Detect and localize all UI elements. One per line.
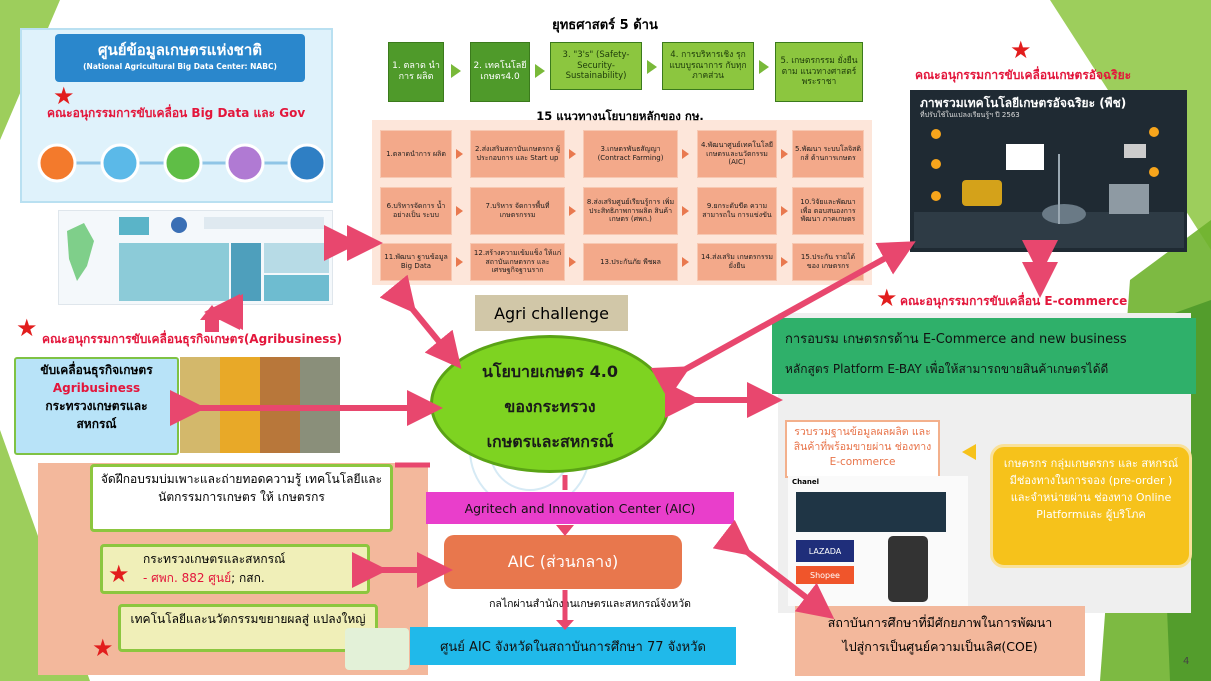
policy-box-7: 7.บริหาร จัดการพื้นที่ เกษตรกรรม <box>470 187 565 235</box>
strategy-title: ยุทธศาสตร์ 5 ด้าน <box>552 18 658 33</box>
ministry-box: กระทรวงเกษตรและสหกรณ์ - ศพก. 882 ศูนย์; … <box>100 544 370 594</box>
policy-box-6: 6.บริหารจัดการ น้ำอย่างเป็น ระบบ <box>380 187 452 235</box>
ministry-rest-text: ; กสก. <box>231 570 265 585</box>
coe-line1: สถาบันการศึกษาที่มีศักยภาพในการพัฒนา <box>827 615 1053 630</box>
arrow-right-icon <box>759 60 769 74</box>
policy-box-14: 14.ส่งเสริม เกษตรกรรม ยั่งยืน <box>697 243 777 281</box>
shopee-logo: Shopee <box>796 566 854 584</box>
shop-image <box>796 492 946 532</box>
arrow-right-icon <box>781 149 788 159</box>
policy-box-13: 13.ประกันภัย พืชผล <box>583 243 678 281</box>
agri-challenge-label: Agri challenge <box>475 295 628 331</box>
coe-box: สถาบันการศึกษาที่มีศักยภาพในการพัฒนา ไปส… <box>795 606 1085 676</box>
arrow-right-icon <box>535 64 545 78</box>
policy-box-9: 9.ยกระดับขีด ความสามารถใน การแข่งขัน <box>697 187 777 235</box>
strategy-box-2: 2. เทคโนโลยี เกษตร4.0 <box>470 42 530 102</box>
ecommerce-banner-line1: การอบรม เกษตรกรด้าน E-Commerce and new b… <box>785 332 1127 347</box>
star-icon: ★ <box>108 560 130 588</box>
arrow-right-icon <box>456 149 463 159</box>
page-number: 4 <box>1183 656 1190 667</box>
star-icon: ★ <box>16 314 38 342</box>
provincial-illustration <box>345 628 409 670</box>
strategy-box-4: 4. การบริหารเชิง รุกแบบบูรณาการ กับทุกภา… <box>662 42 754 90</box>
shop-label-chanel: Chanel <box>792 478 819 486</box>
training-box: จัดฝึกอบรมบ่มเพาะและถ่ายทอดความรู้ เทคโน… <box>90 464 393 532</box>
ecommerce-farmer-box: เกษตรกร กลุ่มเกษตรกร และ สหกรณ์มีช่องทาง… <box>990 444 1192 568</box>
arrow-right-icon <box>456 206 463 216</box>
smart-farming-illustration <box>914 127 1184 248</box>
agribusiness-box: ขับเคลื่อนธุรกิจเกษตร Agribusiness กระทร… <box>14 357 179 455</box>
star-icon: ★ <box>53 82 75 110</box>
policy-box-4: 4.พัฒนาศูนย์เทคโนโลยี เกษตรและนวัตกรรม (… <box>697 130 777 178</box>
aic-mechanism-text: กลไกผ่านสำนักงานเกษตรและสหกรณ์จังหวัด <box>489 598 691 610</box>
policy-box-2: 2.ส่งเสริมสถาบันเกษตรกร ผู้ประกอบการ และ… <box>470 130 565 178</box>
arrow-right-icon <box>781 206 788 216</box>
agriculture-photos <box>180 357 340 453</box>
arrow-right-icon <box>682 149 689 159</box>
policy-box-8: 8.ส่งเสริมศูนย์เรียนรู้การ เพิ่มประสิทธิ… <box>583 187 678 235</box>
shop-label-lazada: LAZADA <box>808 546 842 556</box>
lazada-logo: LAZADA <box>796 540 854 562</box>
star-icon: ★ <box>876 284 898 312</box>
yellow-arrow-icon <box>962 444 976 460</box>
ministry-line1: กระทรวงเกษตรและสหกรณ์ <box>143 552 286 566</box>
phone-image <box>888 536 928 602</box>
strategy-box-1: 1. ตลาด นำการ ผลิต <box>388 42 444 102</box>
agribusiness-committee-title: คณะอนุกรรมการขับเคลื่อนธุรกิจเกษตร(Agrib… <box>42 332 343 346</box>
aic-central-box: AIC (ส่วนกลาง) <box>444 535 682 589</box>
arrow-right-icon <box>569 257 576 267</box>
bigdata-committee-title: คณะอนุกรรมการขับเคลื่อน Big Data และ Gov <box>47 106 306 120</box>
bigdata-icons <box>37 143 325 183</box>
ecommerce-collect-box: รวบรวมฐานข้อมูลผลผลิต และสินค้าที่พร้อมข… <box>785 420 940 478</box>
ministry-red-text: - ศพก. 882 ศูนย์ <box>143 570 232 585</box>
agribusiness-line2: Agribusiness <box>52 381 141 395</box>
arrow-right-icon <box>456 257 463 267</box>
agribusiness-line1: ขับเคลื่อนธุรกิจเกษตร <box>40 363 153 377</box>
agribusiness-line4: สหกรณ์ <box>76 417 117 431</box>
arrow-right-icon <box>569 149 576 159</box>
tech-box: เทคโนโลยีและนวัตกรรมขยายผลสู่ แปลงใหญ่ <box>118 604 378 652</box>
policy-box-5: 5.พัฒนา ระบบโลจิสติกส์ ด้านการเกษตร <box>792 130 864 178</box>
star-icon: ★ <box>92 634 114 662</box>
policy-box-12: 12.สร้างความเข้มแข็ง ให้แก่สถาบันเกษตรกร… <box>470 243 565 281</box>
smart-panel-title: ภาพรวมเทคโนโลยีเกษตรอัจฉริยะ (พืช) <box>920 96 1127 110</box>
center-policy-line3: เกษตรและสหกรณ์ <box>486 432 614 451</box>
strategy-box-5: 5. เกษตรกรรม ยั่งยืนตาม แนวทางศาสตร์ พระ… <box>775 42 863 102</box>
arrow-right-icon <box>781 257 788 267</box>
aic-provincial-box: ศูนย์ AIC จังหวัดในสถาบันการศึกษา 77 จัง… <box>410 627 736 665</box>
bigdata-banner <box>55 34 305 82</box>
aic-center-label: Agritech and Innovation Center (AIC) <box>426 492 734 524</box>
policy-box-10: 10.วิจัยและพัฒนาเพื่อ ตอบสนองการพัฒนา ภา… <box>792 187 864 235</box>
bigdata-banner-th: ศูนย์ข้อมูลเกษตรแห่งชาติ <box>97 41 263 59</box>
arrow-right-icon <box>682 206 689 216</box>
shop-screenshots: Chanel LAZADA Shopee <box>788 476 968 606</box>
center-policy-line1: นโยบายเกษตร 4.0 <box>481 362 619 381</box>
arrow-right-icon <box>682 257 689 267</box>
arrow-right-icon <box>451 64 461 78</box>
bigdata-banner-en: (National Agricultural Big Data Center: … <box>83 62 277 71</box>
ecommerce-committee-title: คณะอนุกรรมการขับเคลื่อน E-commerce <box>900 294 1128 308</box>
strategy-box-3: 3. "3's" (Safety- Security- Sustainabili… <box>550 42 642 90</box>
shop-label-shopee: Shopee <box>810 570 840 580</box>
agribusiness-line3: กระทรวงเกษตรและ <box>45 399 148 413</box>
policy-box-15: 15.ประกัน รายได้ของ เกษตรกร <box>792 243 864 281</box>
arrow-right-icon <box>569 206 576 216</box>
star-icon: ★ <box>1010 36 1032 64</box>
policy-box-11: 11.พัฒนา ฐานข้อมูล Big Data <box>380 243 452 281</box>
smart-panel-subtitle: ที่ปรับใช้ในแปลงเรียนรู้ฯ ปี 2563 <box>920 111 1020 119</box>
policy-box-1: 1.ตลาดนำการ ผลิต <box>380 130 452 178</box>
policies-title: 15 แนวทางนโยบายหลักของ กษ. <box>536 109 704 123</box>
smart-committee-title: คณะอนุกรรมการขับเคลื่อนเกษตรอัจฉริยะ <box>915 68 1132 82</box>
dashboard-image <box>58 210 333 305</box>
center-policy-line2: ของกระทรวง <box>504 397 596 416</box>
arrow-right-icon <box>647 60 657 74</box>
policy-box-3: 3.เกษตรพันธสัญญา (Contract Farming) <box>583 130 678 178</box>
coe-line2: ไปสู่การเป็นศูนย์ความเป็นเลิศ(COE) <box>842 638 1038 654</box>
ecommerce-banner-line2: หลักสูตร Platform E-BAY เพื่อให้สามารถขา… <box>785 362 1109 376</box>
